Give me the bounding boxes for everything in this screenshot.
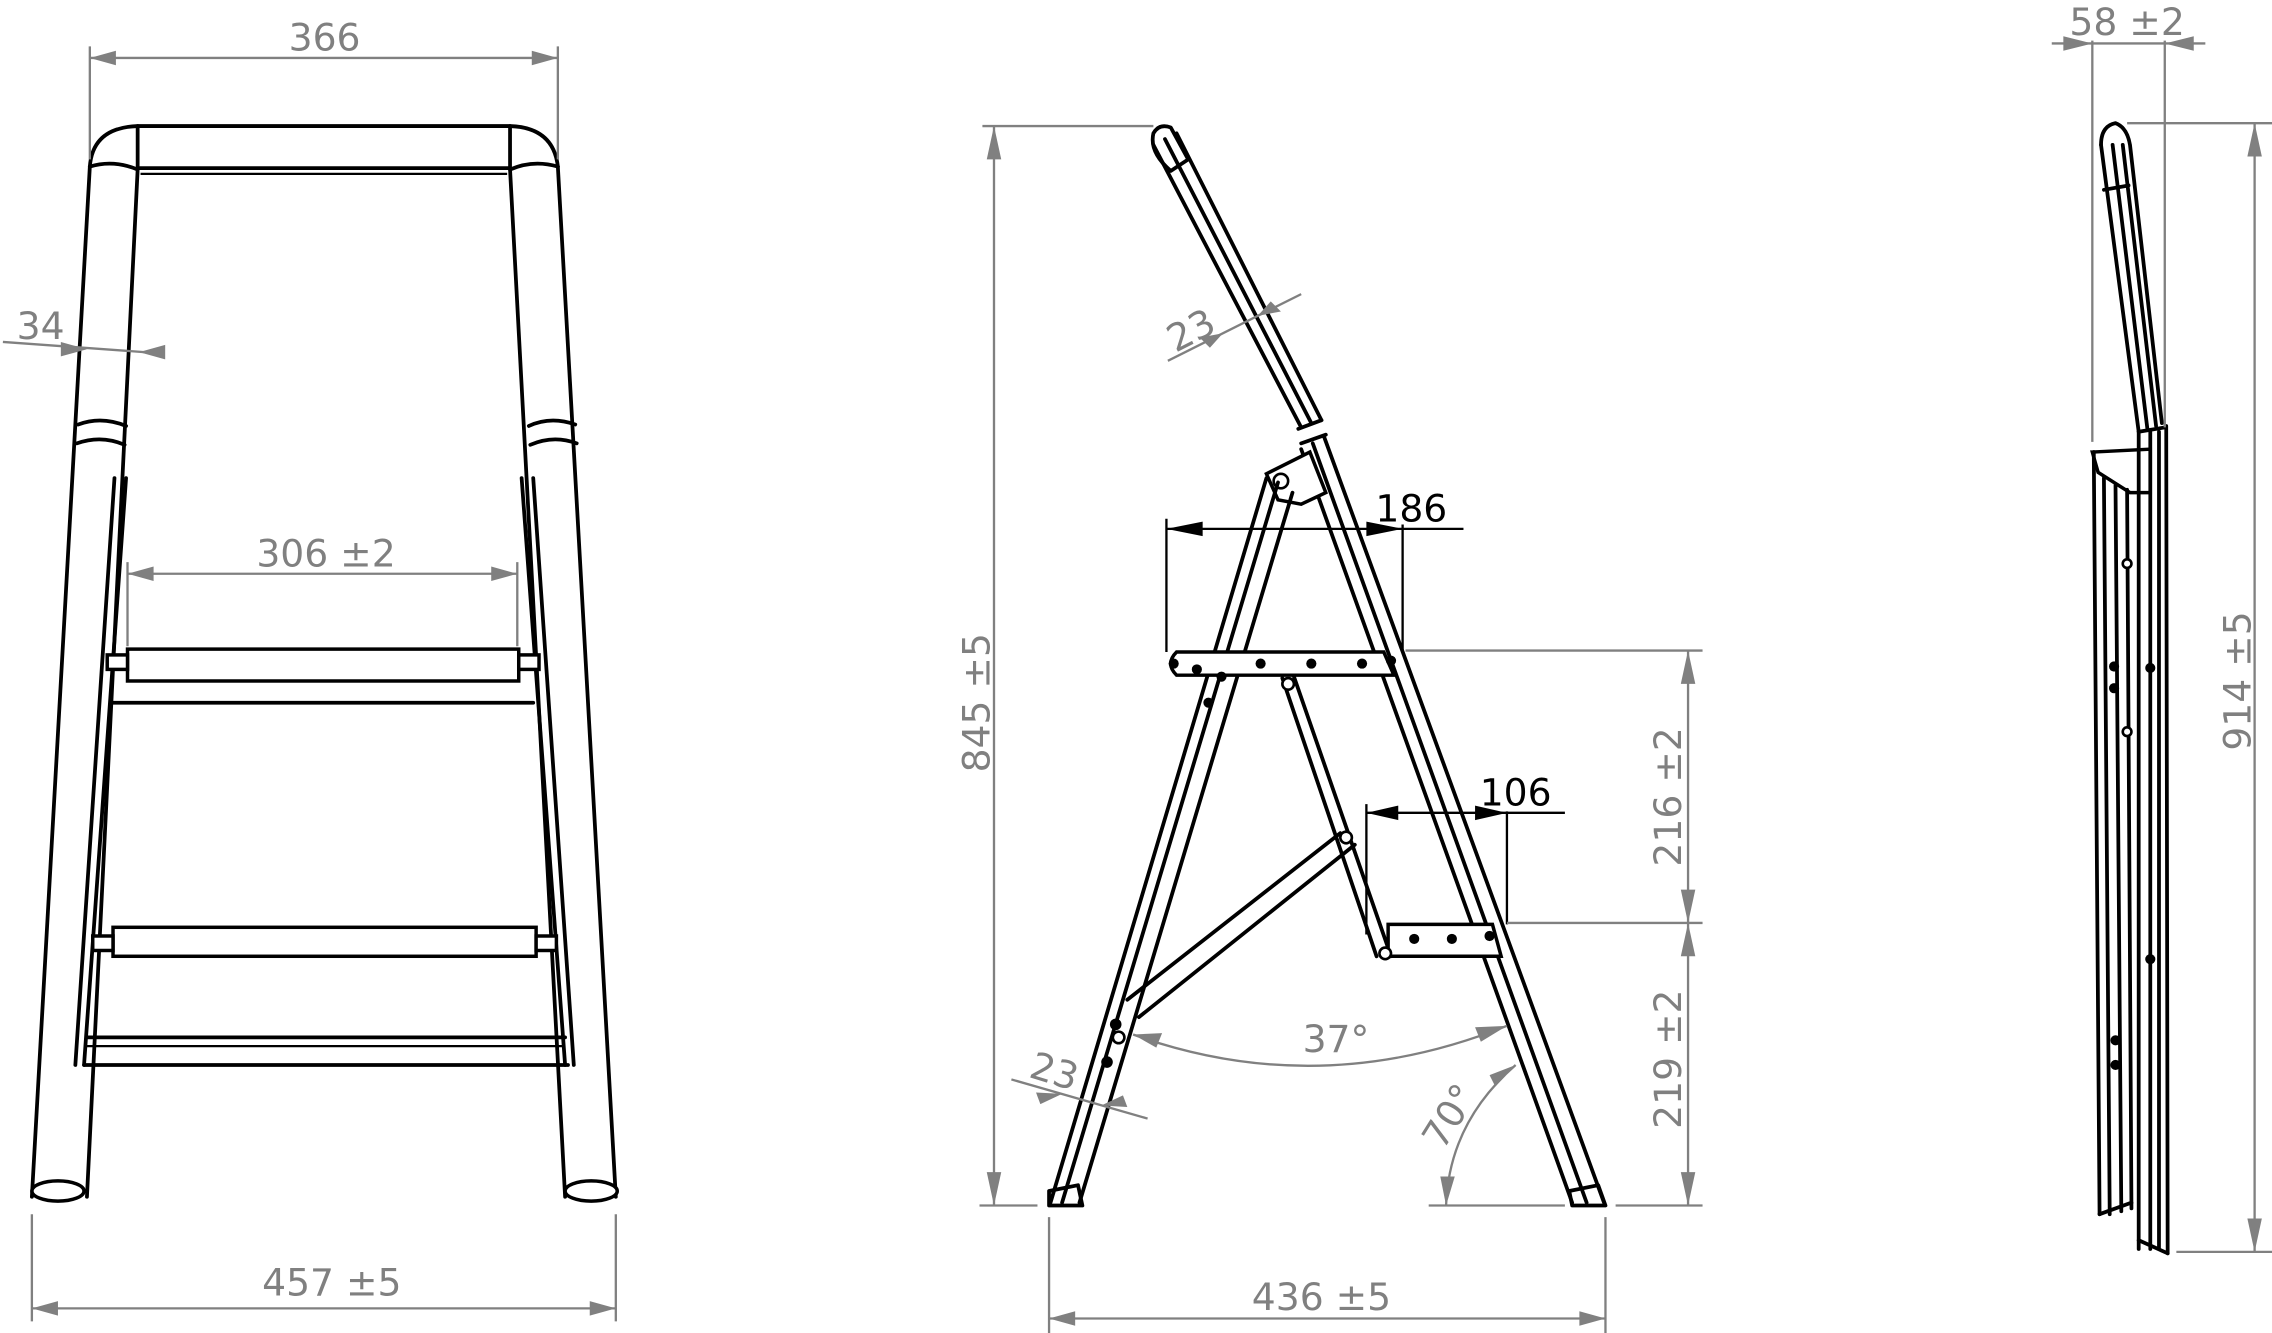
dim-step-width: 306 ±2 [126, 532, 519, 647]
side-view: 23 186 106 845 ±5 [955, 124, 1703, 1333]
dim-label-upper-step-depth: 186 [1375, 487, 1447, 531]
dim-label-folded-height: 914 ±5 [2215, 611, 2259, 750]
dim-upper-step-depth: 186 [1165, 487, 1464, 653]
front-view: 366 34 306 ±2 457 ±5 [2, 16, 620, 1322]
dim-opening-angle: 37° [1132, 1017, 1508, 1067]
dim-label-top-width: 366 [289, 16, 361, 60]
dim-label-folded-depth: 58 ±2 [2069, 0, 2184, 44]
dim-label-lower-step-rise: 219 ±2 [1646, 989, 1690, 1128]
dim-label-leg-angle: 70° [1413, 1076, 1486, 1156]
dim-tube-width-top: 23 [1160, 293, 1302, 362]
dim-label-lower-step-depth: 106 [1480, 771, 1552, 815]
dim-label-tube-width: 34 [17, 304, 65, 348]
dim-folded-depth: 58 ±2 [2051, 0, 2206, 442]
folded-view: 58 ±2 914 ±5 [2051, 0, 2272, 1256]
dim-label-step-width: 306 ±2 [256, 532, 395, 576]
dim-tube-width: 34 [2, 304, 166, 360]
dim-label-overall-height: 845 ±5 [955, 633, 999, 772]
dim-lower-step-depth: 106 [1365, 771, 1565, 935]
dim-top-width: 366 [88, 16, 560, 160]
dim-label-tube-width-top: 23 [1160, 300, 1223, 361]
dim-label-base-width: 457 ±5 [262, 1260, 401, 1304]
dim-label-tube-width-bottom: 23 [1025, 1043, 1084, 1099]
dim-overall-height: 845 ±5 [955, 124, 1154, 1207]
dim-folded-height: 914 ±5 [2127, 121, 2272, 1254]
dim-base-depth: 436 ±5 [1047, 1217, 1607, 1333]
dim-label-base-depth: 436 ±5 [1252, 1275, 1391, 1319]
dim-leg-angle: 70° [1413, 1064, 1565, 1207]
dim-label-opening-angle: 37° [1303, 1017, 1370, 1061]
dim-base-width: 457 ±5 [30, 1214, 617, 1322]
dim-label-upper-step-rise: 216 ±2 [1646, 727, 1690, 866]
dim-step-rises: 216 ±2 219 ±2 [1405, 649, 1703, 1207]
